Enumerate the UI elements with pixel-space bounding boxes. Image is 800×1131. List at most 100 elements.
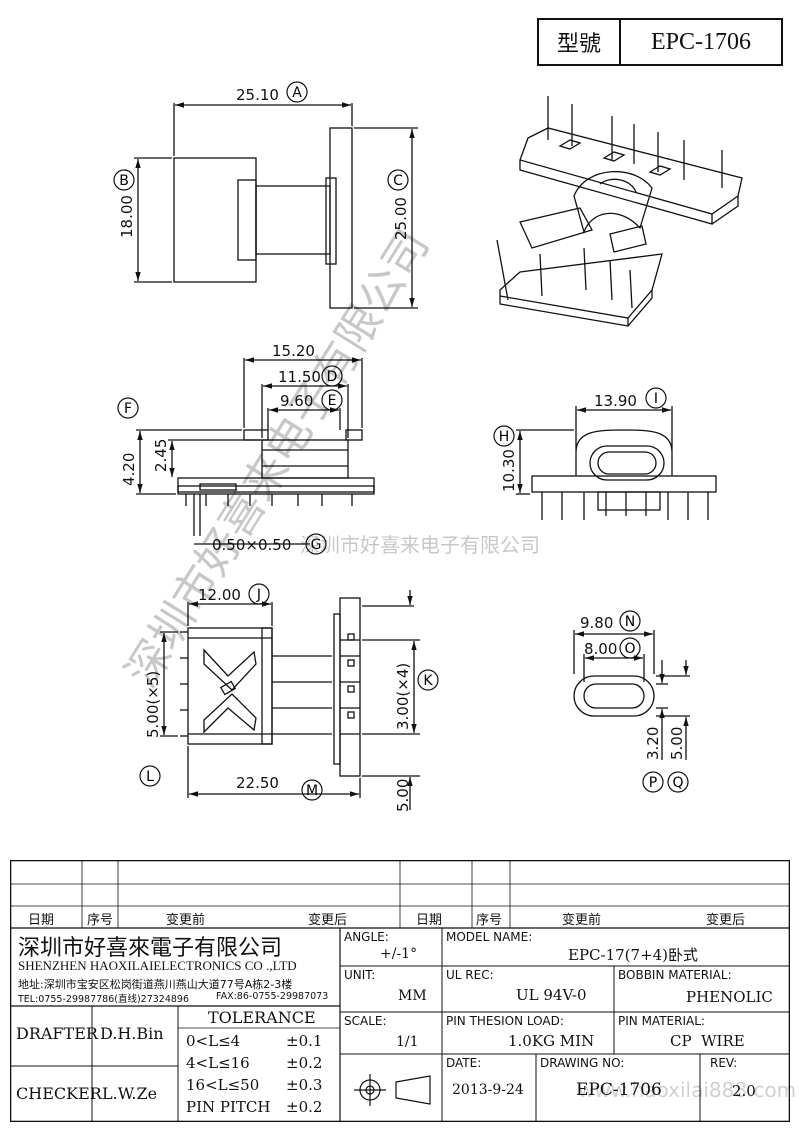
dim-I: 13.90 — [594, 392, 637, 410]
dim-C: 25.00 — [392, 197, 410, 240]
angle-value: +/-1° — [380, 946, 418, 962]
svg-text:M: M — [306, 783, 318, 799]
dim-K: 3.00(×4) — [394, 663, 412, 730]
ul-value: UL 94V-0 — [516, 986, 587, 1004]
bobbin-value: PHENOLIC — [686, 988, 773, 1006]
dim-F2: 2.45 — [152, 439, 170, 472]
tolerance-value-4: ±0.2 — [286, 1098, 323, 1116]
svg-text:O: O — [624, 641, 635, 657]
side-view-top — [134, 102, 418, 309]
svg-text:C: C — [393, 173, 403, 189]
label-circle-P: P — [642, 771, 664, 793]
technical-drawing: A B C D E F G H I J K L M N O P Q 25.10 … — [113, 81, 743, 812]
rev-value: 2.0 — [732, 1082, 756, 1100]
drafter-name: D.H.Bin — [100, 1024, 164, 1043]
dim-M: 22.50 — [236, 774, 279, 792]
svg-text:Q: Q — [672, 775, 683, 791]
svg-text:L: L — [146, 769, 154, 785]
rev-seq-header-2: 序号 — [476, 913, 503, 928]
svg-text:K: K — [423, 673, 433, 689]
rev-seq-header: 序号 — [87, 913, 114, 928]
svg-text:F: F — [124, 401, 132, 417]
rev-after-header: 变更后 — [308, 913, 348, 928]
model-name-label: MODEL NAME: — [446, 930, 533, 944]
label-circle-I: I — [645, 387, 667, 409]
pin-material-label: PIN MATERIAL: — [618, 1014, 705, 1028]
company-fax: FAX:86-0755-29987073 — [216, 991, 329, 1002]
tolerance-title: TOLERANCE — [208, 1008, 316, 1027]
checker-label: CHECKER — [16, 1084, 102, 1103]
company-name-en: SHENZHEN HAOXILAIELECTRONICS CO .,LTD — [18, 958, 297, 973]
tolerance-value-2: ±0.2 — [286, 1054, 323, 1072]
label-circle-K: K — [417, 669, 439, 691]
rev-date-header-2: 日期 — [416, 913, 443, 928]
model-title-box: 型號 EPC-1706 — [537, 18, 783, 66]
svg-text:G: G — [311, 537, 322, 553]
dim-H: 10.30 — [500, 449, 518, 492]
model-label: 型號 — [539, 20, 621, 64]
dim-G: 0.50×0.50 — [212, 536, 291, 554]
label-circle-F: F — [117, 397, 139, 419]
company-tel: TEL:0755-29987786(直线)27324896 — [18, 994, 190, 1005]
label-circle-J: J — [248, 583, 270, 605]
dim-F: 4.20 — [120, 453, 138, 486]
unit-label: UNIT: — [344, 968, 376, 982]
model-name-value: EPC-17(7+4)卧式 — [568, 946, 699, 964]
svg-text:E: E — [328, 393, 337, 409]
dim-A: 25.10 — [236, 86, 279, 104]
rev-after-header-2: 变更后 — [706, 913, 746, 928]
model-number: EPC-1706 — [650, 28, 751, 55]
label-circle-B: B — [113, 169, 135, 191]
rev-before-header-2: 变更前 — [562, 913, 602, 928]
tolerance-range-4: PIN PITCH — [186, 1098, 271, 1116]
company-address: 地址:深圳市宝安区松岗街道燕川燕山大道77号A栋2-3楼 — [18, 978, 293, 991]
label-circle-O: O — [619, 637, 641, 659]
svg-text:B: B — [119, 173, 129, 189]
tolerance-value-3: ±0.3 — [286, 1076, 323, 1094]
title-block: 日期 序号 变更前 变更后 日期 序号 变更前 变更后 深圳市好喜來電子有限公司… — [10, 860, 796, 1122]
svg-text:A: A — [292, 85, 302, 101]
load-label: PIN THESION LOAD: — [446, 1014, 564, 1028]
tolerance-value-1: ±0.1 — [286, 1032, 323, 1050]
drawing-no-label: DRAWING NO: — [540, 1056, 625, 1070]
oval-section-view — [573, 630, 690, 760]
svg-text:P: P — [649, 775, 657, 791]
rev-date-header: 日期 — [28, 913, 55, 928]
label-circle-C: C — [387, 169, 409, 191]
pin-material-value: CP WIRE — [670, 1032, 745, 1050]
angle-label: ANGLE: — [344, 930, 389, 944]
label-circle-E: E — [321, 389, 343, 411]
ul-label: UL REC: — [446, 968, 494, 982]
label-circle-G: G — [305, 533, 327, 555]
date-label: DATE: — [446, 1056, 482, 1070]
company-name-cn: 深圳市好喜來電子有限公司 — [18, 935, 283, 960]
svg-text:D: D — [327, 369, 338, 385]
dim-P: 3.20 — [644, 727, 662, 760]
label-circle-N: N — [619, 610, 641, 632]
bobbin-label: BOBBIN MATERIAL: — [618, 968, 732, 982]
title-block-grid — [10, 860, 790, 1122]
dim-15-20: 15.20 — [272, 342, 315, 360]
label-circle-Q: Q — [667, 771, 689, 793]
dim-L: 5.00(×5) — [144, 671, 162, 738]
dim-O: 8.00 — [584, 640, 617, 658]
unit-value: MM — [398, 988, 427, 1004]
drafter-label: DRAFTER — [16, 1024, 98, 1043]
label-circle-M: M — [301, 779, 323, 801]
date-value: 2013-9-24 — [452, 1082, 524, 1098]
dim-D: 11.50 — [278, 368, 321, 386]
dim-J: 12.00 — [198, 586, 241, 604]
dim-N: 9.80 — [580, 614, 613, 632]
tolerance-range-3: 16<L≤50 — [186, 1076, 260, 1094]
end-view — [516, 406, 717, 520]
watermark-site: www.haoxilai888.com — [578, 1078, 797, 1102]
rev-label: REV: — [710, 1056, 738, 1070]
scale-label: SCALE: — [344, 1014, 387, 1028]
pin-layout-view — [160, 590, 420, 810]
label-circle-H: H — [493, 425, 515, 447]
label-circle-L: L — [139, 765, 161, 787]
label-circle-D: D — [321, 365, 343, 387]
watermark-horizontal: 深圳市好喜来电子有限公司 — [300, 533, 540, 557]
tolerance-range-2: 4<L≤16 — [186, 1054, 250, 1072]
svg-text:N: N — [625, 614, 635, 630]
